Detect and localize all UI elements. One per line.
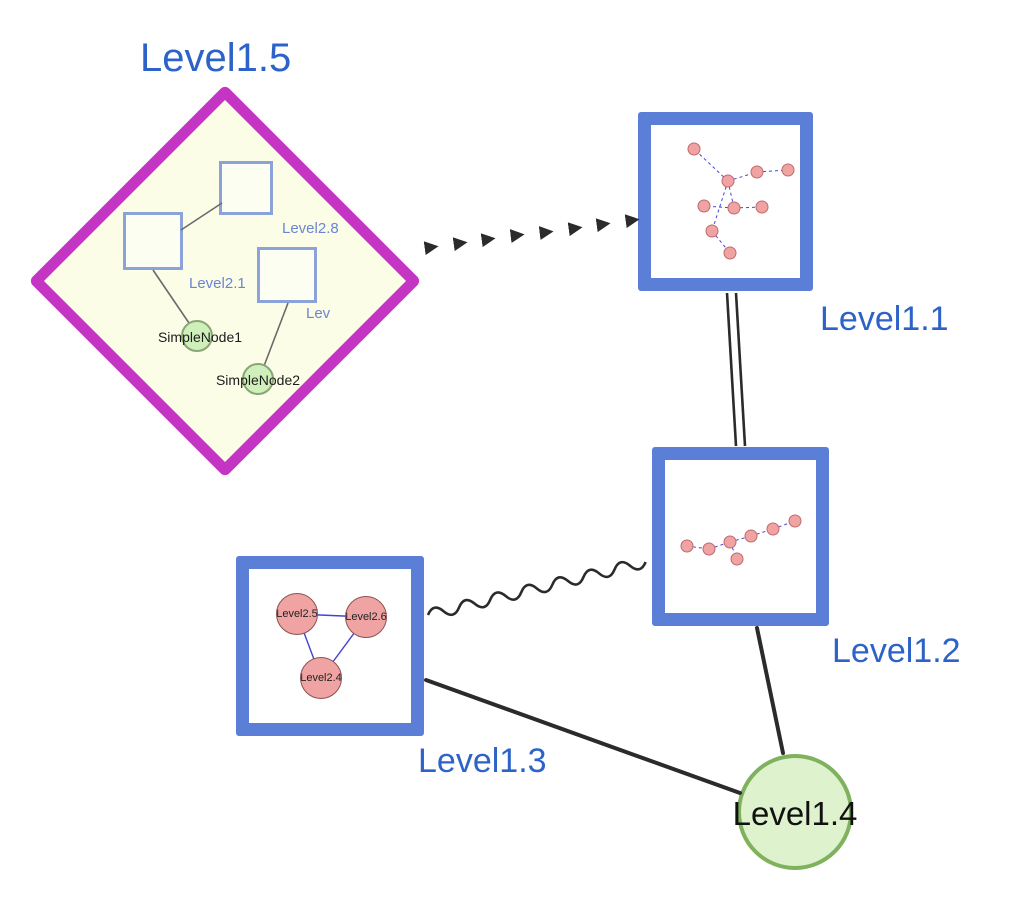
node-level2-4[interactable]: Level2.4 [300, 657, 342, 699]
node-label-level2-1: Level2.1 [189, 275, 246, 292]
node-label-level2-5: Level2.5 [276, 608, 318, 620]
node-label-level1-5: Level1.5 [140, 36, 292, 80]
edge-level1-1-to-level1-2-a[interactable] [725, 292, 738, 447]
edge-level1-1-to-level1-2-b[interactable] [734, 292, 747, 447]
node-label-level2-6: Level2.6 [345, 611, 387, 623]
node-label-simplenode2: SimpleNode2 [215, 372, 301, 388]
node-level1-2[interactable] [652, 447, 829, 626]
node-level2-5[interactable]: Level2.5 [276, 593, 318, 635]
edge-level1-2-to-level1-4[interactable] [755, 626, 785, 755]
edge-level1-3-to-level1-2[interactable] [426, 557, 647, 621]
node-level2-8-square[interactable] [219, 161, 273, 215]
node-label-level1-1: Level1.1 [820, 300, 949, 338]
node-level2-partial-square[interactable] [257, 247, 317, 303]
node-label-level1-2: Level1.2 [832, 632, 961, 670]
node-level1-4-circle[interactable] [737, 754, 853, 870]
node-level1-3[interactable] [236, 556, 424, 736]
node-level2-6[interactable]: Level2.6 [345, 596, 387, 638]
edge-level1-5-to-level1-1[interactable] [423, 214, 640, 256]
node-simplenode1[interactable] [181, 320, 213, 352]
node-level1-1[interactable] [638, 112, 813, 291]
node-label-level2-partial: Lev [306, 305, 331, 322]
node-label-level2-4: Level2.4 [300, 672, 342, 684]
node-label-simplenode1: SimpleNode1 [157, 329, 243, 345]
node-label-level1-4: Level1.4 [732, 795, 858, 832]
node-label-level2-8: Level2.8 [282, 220, 339, 237]
node-simplenode2[interactable] [242, 363, 274, 395]
node-label-level1-3: Level1.3 [418, 742, 547, 780]
node-level2-1-square[interactable] [123, 212, 183, 270]
